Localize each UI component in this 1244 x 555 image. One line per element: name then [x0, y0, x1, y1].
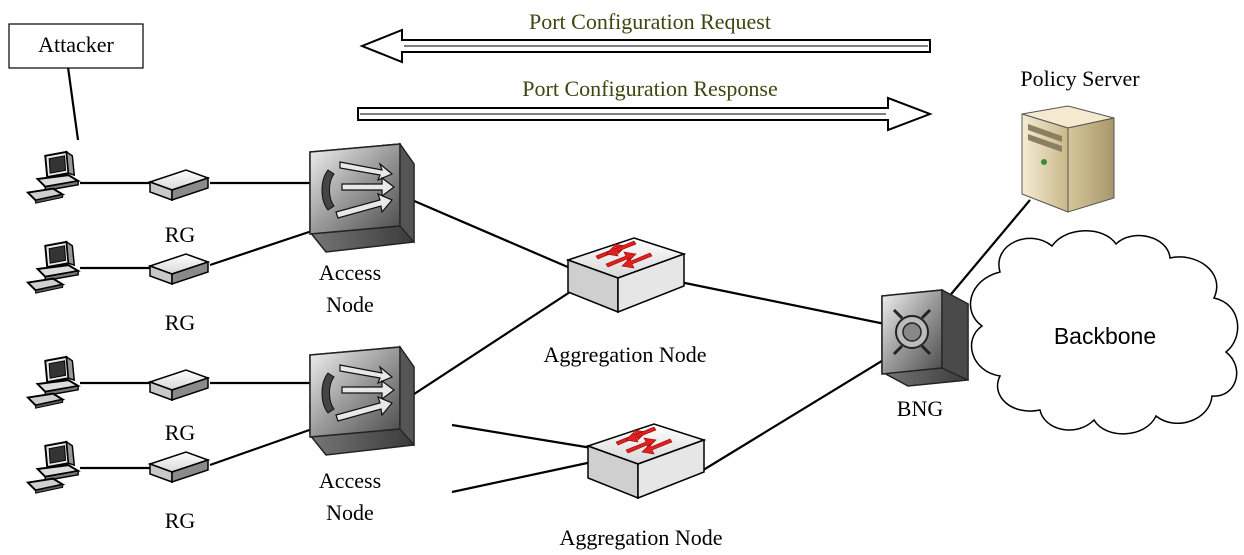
rg-label: RG: [164, 222, 196, 247]
connection-lines: [62, 37, 1031, 494]
aggregation-node-label: Aggregation Node: [559, 525, 723, 550]
response-label: Port Configuration Response: [522, 76, 778, 101]
residential-gateway-icon: [149, 253, 209, 285]
access-node-label-line1: Access: [318, 260, 382, 285]
link-access2-agg1: [404, 291, 571, 401]
backbone-label: Backbone: [1053, 323, 1157, 349]
attacker-box: [8, 23, 144, 69]
aggregation-node-label: Aggregation Node: [543, 342, 707, 367]
link-rg4-access2: [209, 426, 316, 467]
link-agg2-bng: [699, 355, 891, 473]
link-access1-agg1: [404, 195, 571, 270]
link-agg2-left-upper: [451, 423, 593, 450]
request-label: Port Configuration Request: [529, 9, 771, 34]
link-agg1-bng: [679, 280, 891, 327]
computer-icon: [26, 440, 80, 495]
computer-icon: [26, 240, 80, 295]
server-icon: [1021, 105, 1115, 213]
rg-label: RG: [164, 420, 196, 445]
switch-icon: [587, 423, 705, 499]
response-arrow: [357, 96, 933, 132]
bng-label: BNG: [896, 396, 944, 421]
link-bng-policy-server: [941, 199, 1031, 306]
access-node-icon: [309, 143, 415, 253]
access-node-label-line1: Access: [318, 468, 382, 493]
switch-icon: [567, 237, 685, 313]
residential-gateway-icon: [149, 451, 209, 483]
attacker-label: Attacker: [38, 32, 114, 57]
rg-label: RG: [164, 508, 196, 533]
bng-router-icon: [880, 288, 970, 388]
rg-label: RG: [164, 310, 196, 335]
access-node-label-line2: Node: [326, 292, 374, 317]
request-arrow: [359, 28, 931, 64]
link-agg2-left-lower: [451, 460, 593, 494]
policy-server-label: Policy Server: [1020, 66, 1140, 91]
access-node-label-line2: Node: [326, 500, 374, 525]
link-rg2-access1: [209, 228, 316, 267]
access-node-icon: [309, 346, 415, 456]
computer-icon: [26, 355, 80, 410]
backbone-cloud-icon: [969, 230, 1239, 435]
residential-gateway-icon: [149, 369, 209, 401]
residential-gateway-icon: [149, 169, 209, 201]
computer-icon: [26, 150, 80, 205]
